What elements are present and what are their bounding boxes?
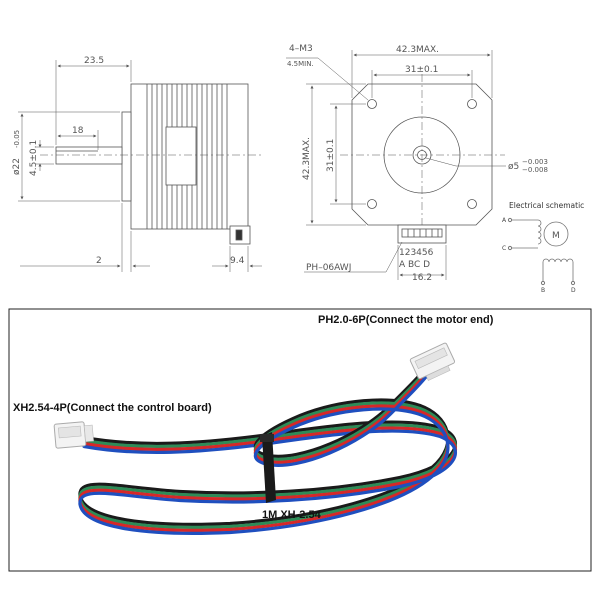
dim-connector-offset: 9.4 bbox=[230, 256, 245, 266]
cable-wire-1-4 bbox=[78, 412, 457, 535]
dim-face-height: 42.3MAX. bbox=[302, 137, 312, 180]
dim-face-width: 42.3MAX. bbox=[396, 45, 439, 55]
front-view-dimensions: 4–M3 4.5MIN. 42.3MAX. 31±0.1 42.3MAX. 31… bbox=[287, 44, 548, 283]
mount-hole-br bbox=[467, 199, 477, 209]
connector-pin-numbers: 123456 bbox=[399, 248, 434, 258]
board-end-label: XH2.54-4P(Connect the control board) bbox=[13, 402, 212, 414]
terminal-d: D bbox=[571, 287, 576, 294]
front-flange bbox=[121, 111, 132, 202]
dim-shaft-tol-lower: −0.008 bbox=[522, 166, 548, 174]
coil-ac bbox=[537, 219, 542, 245]
cable-wire-1-1 bbox=[78, 403, 457, 526]
cable-wire-1-2 bbox=[78, 406, 457, 529]
dim-shaft-diameter-tol: -0.05 bbox=[13, 130, 21, 148]
dim-hole-spacing-v: 31±0.1 bbox=[326, 139, 336, 172]
dim-shaft-length: 23.5 bbox=[84, 56, 104, 66]
cable-tie bbox=[260, 432, 276, 503]
dim-mount-depth: 4.5MIN. bbox=[287, 60, 314, 68]
motor-shaft bbox=[55, 146, 123, 165]
dim-flat-length: 18 bbox=[72, 126, 84, 136]
cable-length-label: 1M XH-2.54 bbox=[262, 509, 321, 521]
motor-symbol bbox=[543, 221, 569, 247]
dim-shaft-dia: ø5 bbox=[508, 162, 519, 172]
motor-end-label: PH2.0-6P(Connect the motor end) bbox=[318, 314, 494, 326]
terminal-a: A bbox=[502, 217, 507, 224]
schematic-title: Electrical schematic bbox=[509, 201, 584, 210]
cable-illustration bbox=[78, 363, 457, 535]
dim-mount-holes: 4–M3 bbox=[289, 44, 313, 54]
dim-shaft-diameter: ø22 bbox=[12, 158, 22, 175]
body-label-window bbox=[165, 126, 197, 186]
dim-flat-height: 4.5±0.1 bbox=[29, 140, 39, 176]
dim-hole-spacing-h: 31±0.1 bbox=[405, 65, 438, 75]
motor-symbol-label: M bbox=[552, 231, 560, 241]
dim-shaft-tol-upper: −0.003 bbox=[522, 158, 548, 166]
mount-hole-tr bbox=[467, 99, 477, 109]
coil-bd bbox=[542, 258, 574, 263]
mount-hole-bl bbox=[367, 199, 377, 209]
ph-connector bbox=[409, 342, 456, 381]
front-view bbox=[286, 50, 506, 280]
side-view-dimensions: 23.5 18 ø22 -0.05 4.5±0.1 2 9.4 bbox=[12, 56, 245, 266]
xh-connector bbox=[53, 421, 94, 449]
connector-type-label: PH–06AWJ bbox=[306, 263, 351, 273]
side-view bbox=[18, 60, 262, 272]
connector-pin-letters: A BC D bbox=[399, 260, 430, 270]
terminal-c: C bbox=[502, 245, 506, 252]
mount-hole-tl bbox=[367, 99, 377, 109]
dim-flange-thickness: 2 bbox=[96, 256, 102, 266]
electrical-schematic: Electrical schematic M A C B D bbox=[502, 201, 584, 294]
dim-connector-width: 16.2 bbox=[412, 273, 432, 283]
cable-wire-1-3 bbox=[78, 409, 457, 532]
terminal-b: B bbox=[541, 287, 545, 294]
